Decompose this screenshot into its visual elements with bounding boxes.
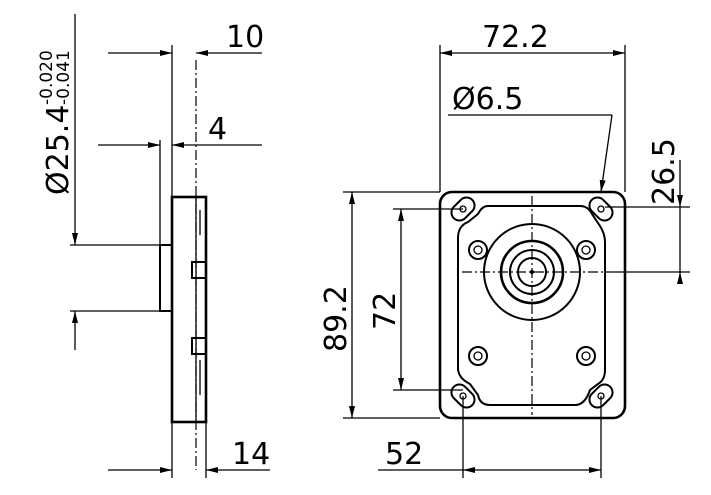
dim-thickness-label: 10 bbox=[226, 20, 264, 55]
dim-tolerance-lower: -0.041 bbox=[54, 50, 74, 105]
side-flange-body bbox=[170, 195, 208, 424]
front-slot-hole bbox=[450, 196, 476, 222]
side-bolt-detail-top bbox=[191, 261, 207, 279]
dim-height-inner-label: 72 bbox=[368, 292, 403, 330]
dim-offset-label: 26.5 bbox=[647, 138, 682, 205]
dim-height-outer-label: 89.2 bbox=[319, 285, 354, 352]
side-view: 10 4 14 Ø25.4 -0.020 -0.041 bbox=[37, 14, 270, 478]
dim-pilot-label: 4 bbox=[208, 112, 227, 147]
dim-tolerance-upper: -0.020 bbox=[37, 50, 57, 105]
dim-hole-diameter-label: Ø6.5 bbox=[452, 82, 523, 117]
front-bolt-hole bbox=[468, 240, 488, 260]
dim-width-top-label: 72.2 bbox=[482, 20, 549, 55]
front-outer-plate bbox=[438, 190, 627, 420]
front-bolt-hole bbox=[576, 240, 596, 260]
dim-bottom-label: 14 bbox=[232, 437, 270, 472]
front-slot-hole bbox=[588, 196, 614, 222]
dim-diameter-label: Ø25.4 bbox=[41, 105, 76, 195]
side-pilot-boss bbox=[159, 244, 173, 312]
front-view: 72.2 Ø6.5 26.5 89.2 72 52 bbox=[319, 20, 690, 478]
front-inner-profile bbox=[457, 205, 606, 406]
front-bolt-hole bbox=[468, 346, 488, 366]
dim-width-bottom-label: 52 bbox=[385, 437, 423, 472]
front-bolt-hole bbox=[576, 346, 596, 366]
side-bolt-detail-bottom bbox=[191, 337, 207, 355]
